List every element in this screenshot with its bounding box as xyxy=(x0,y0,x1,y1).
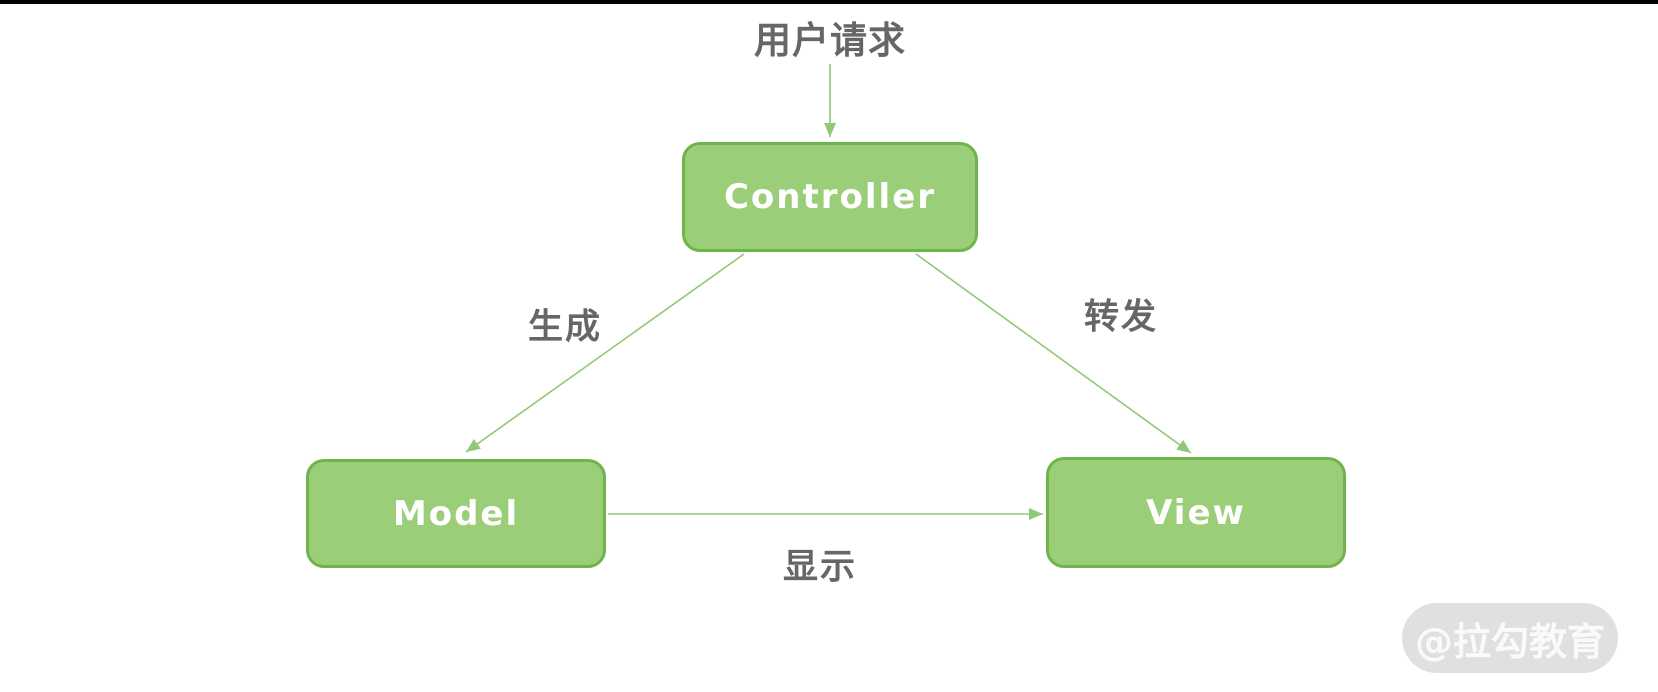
watermark-text: @拉勾教育 xyxy=(1414,619,1605,664)
edge-label-generate: 生成 xyxy=(527,307,603,348)
edge-controller-to-model xyxy=(465,253,745,453)
top-black-bar xyxy=(0,0,1658,4)
node-controller: Controller xyxy=(682,142,978,252)
node-view: View xyxy=(1046,457,1346,568)
edge-label-display: 显示 xyxy=(782,547,858,588)
edge-controller-to-view xyxy=(915,253,1192,454)
edge-label-forward: 转发 xyxy=(1083,297,1159,338)
user-request-label: 用户请求 xyxy=(754,19,906,62)
watermark-badge: @拉勾教育 xyxy=(1402,603,1618,673)
node-model: Model xyxy=(306,459,606,568)
